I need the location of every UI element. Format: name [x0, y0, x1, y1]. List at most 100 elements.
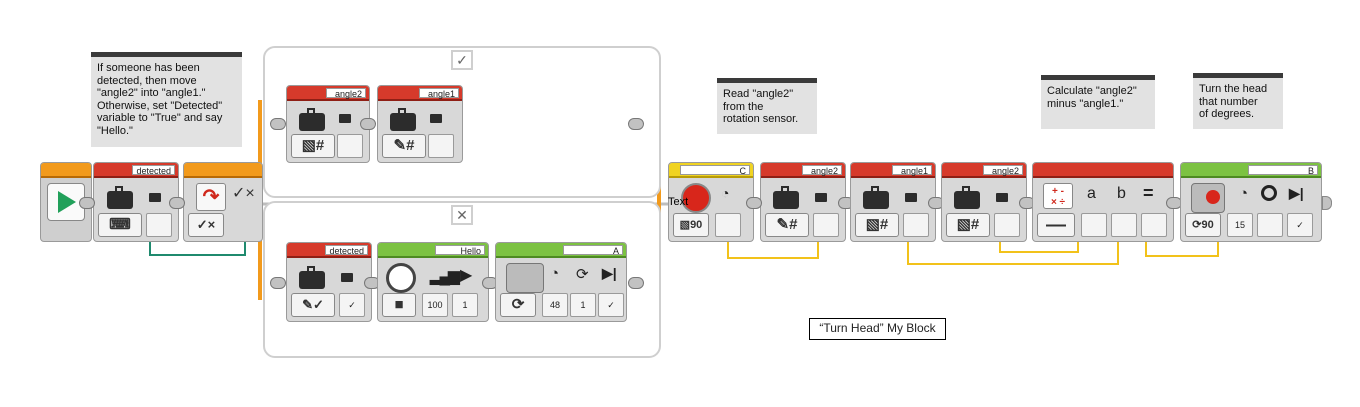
case-true-tab[interactable]: ✓ — [451, 50, 473, 70]
mode-selector-sound-file[interactable]: ■ — [382, 293, 416, 317]
mode-selector-write-numeric[interactable]: ✎# — [765, 213, 809, 237]
variable-name-label[interactable]: detected — [132, 165, 175, 176]
variable-name-label[interactable]: angle1 — [419, 88, 459, 99]
brake-slot[interactable]: ✓ — [598, 293, 624, 317]
power-icon: ◔ — [1239, 185, 1249, 202]
input-briefcase-icon — [430, 114, 442, 123]
sound-file-name[interactable]: Hello — [435, 245, 485, 256]
motor-port-label[interactable]: A — [563, 245, 623, 256]
input-slot-true[interactable]: ✓ — [339, 293, 365, 317]
comment-detected-logic[interactable]: If someone has been detected, then move … — [91, 52, 242, 147]
case-false-tab[interactable]: ✕ — [451, 205, 473, 225]
output-briefcase-icon — [149, 193, 161, 202]
mode-selector-read-logic[interactable]: ⌨ — [98, 213, 142, 237]
switch-header — [184, 163, 262, 178]
variable-block-angle1-write[interactable]: angle1 ✎# — [377, 85, 463, 163]
variable-block-angle1-read[interactable]: angle1 ▧# — [850, 162, 936, 242]
mode-selector-write-numeric[interactable]: ✎# — [382, 134, 426, 158]
volume-value: 100 — [427, 300, 443, 310]
variable-block-detected-read[interactable]: detected ⌨ — [93, 162, 179, 242]
power-icon: ◔ — [550, 265, 560, 282]
variable-block-angle2-read-2[interactable]: angle2 ▧# — [941, 162, 1027, 242]
play-type-slot[interactable]: 1 — [452, 293, 478, 317]
mode-selector-subtract[interactable]: — — [1037, 213, 1075, 237]
sequence-connector — [270, 118, 286, 130]
variable-name-label[interactable]: angle2 — [802, 165, 842, 176]
power-slot[interactable]: 15 — [1227, 213, 1253, 237]
motor-block-b[interactable]: B ◔ ▶| ⟳90 15 ✓ — [1180, 162, 1322, 242]
mode-selector-read-numeric[interactable]: ▧# — [946, 213, 990, 237]
input-b-label: b — [1117, 185, 1126, 202]
rotations-value: 1 — [580, 300, 586, 310]
variable-name-label[interactable]: detected — [325, 245, 368, 256]
mode-selector-write-logic[interactable]: ✎✓ — [291, 293, 335, 317]
degrees-icon: ◔ — [721, 185, 730, 201]
briefcase-icon — [954, 186, 980, 209]
output-equals-label: = — [1143, 183, 1154, 203]
mode-selector-read-numeric[interactable]: ▧# — [855, 213, 899, 237]
input-slot[interactable] — [428, 134, 454, 158]
variable-block-angle2-write[interactable]: angle2 ✎# — [760, 162, 846, 242]
sensor-port-label[interactable]: C — [680, 165, 750, 176]
mode-selector-degrees[interactable]: ⟳90 — [1185, 213, 1221, 237]
rotations-icon: ⟳ — [576, 266, 589, 283]
variable-block-angle2-read[interactable]: angle2 ▧# — [286, 85, 370, 163]
briefcase-icon — [107, 186, 133, 209]
comment-turn-head[interactable]: Turn the head that number of degrees. — [1193, 73, 1283, 129]
mode-selector-logic[interactable]: ✓× — [188, 213, 224, 237]
mode-selector-motor[interactable]: ⟳ — [500, 293, 536, 317]
variable-name-label[interactable]: angle1 — [892, 165, 932, 176]
play-type-icon: ▶ — [460, 267, 473, 284]
output-slot[interactable] — [903, 213, 929, 237]
power-value: 48 — [549, 300, 560, 310]
rotations-slot[interactable]: 1 — [570, 293, 596, 317]
brake-slot[interactable]: ✓ — [1287, 213, 1313, 237]
sensor-block-rotation-c[interactable]: C ◔ Text ▧90 — [668, 162, 754, 242]
input-briefcase-icon — [341, 273, 353, 282]
wire-angle1-to-math — [907, 235, 1119, 265]
result-slot[interactable] — [1141, 213, 1167, 237]
volume-slot[interactable]: 100 — [422, 293, 448, 317]
sequence-connector — [628, 277, 644, 289]
comment-calculate[interactable]: Calculate "angle2" minus "angle1." — [1041, 75, 1155, 129]
degrees-slot[interactable] — [1257, 213, 1283, 237]
output-slot[interactable] — [994, 213, 1020, 237]
variable-block-detected-write[interactable]: detected ✎✓ ✓ — [286, 242, 372, 322]
sequence-connector — [360, 118, 376, 130]
motor-block-a[interactable]: A ◔ ⟳ ▶| ⟳ 48 1 ✓ — [495, 242, 627, 322]
briefcase-icon — [863, 186, 889, 209]
motor-port-label[interactable]: B — [1248, 165, 1318, 176]
rotation-sensor-icon — [681, 183, 711, 213]
variable-name-label[interactable]: angle2 — [326, 88, 366, 99]
input-b-slot[interactable] — [1111, 213, 1137, 237]
mode-selector-read-numeric[interactable]: ▧# — [291, 134, 335, 158]
mode-selector-measure-degrees[interactable]: ▧90 — [673, 213, 709, 237]
play-icon[interactable] — [47, 183, 85, 221]
variable-name-label[interactable]: angle2 — [983, 165, 1023, 176]
briefcase-icon — [299, 108, 325, 131]
input-slot[interactable] — [813, 213, 839, 237]
input-a-slot[interactable] — [1081, 213, 1107, 237]
comment-read-angle[interactable]: Read "angle2" from the rotation sensor. — [717, 78, 817, 134]
sound-block[interactable]: Hello ▂▄▆ ▶ ■ 100 1 — [377, 242, 489, 322]
power-slot[interactable]: 48 — [542, 293, 568, 317]
math-header — [1033, 163, 1173, 178]
start-header — [41, 163, 91, 178]
briefcase-icon — [390, 108, 416, 131]
brake-icon: ▶| — [1289, 185, 1304, 201]
switch-block[interactable]: ↷ ✓× ✓× — [183, 162, 263, 242]
sequence-end-arrow — [1322, 196, 1332, 210]
output-slot-degrees[interactable] — [715, 213, 741, 237]
briefcase-icon — [773, 186, 799, 209]
play-type-value: 1 — [462, 300, 468, 310]
output-slot[interactable] — [146, 213, 172, 237]
math-operations-icon: + -× ÷ — [1043, 183, 1073, 209]
output-briefcase-icon — [339, 114, 351, 123]
brake-icon: ▶| — [602, 265, 617, 281]
math-block[interactable]: + -× ÷ a b = — — [1032, 162, 1174, 242]
output-slot[interactable] — [337, 134, 363, 158]
volume-icon: ▂▄▆ — [430, 268, 460, 285]
motor-icon — [506, 263, 544, 293]
speaker-icon — [386, 263, 416, 293]
sequence-connector — [270, 277, 286, 289]
